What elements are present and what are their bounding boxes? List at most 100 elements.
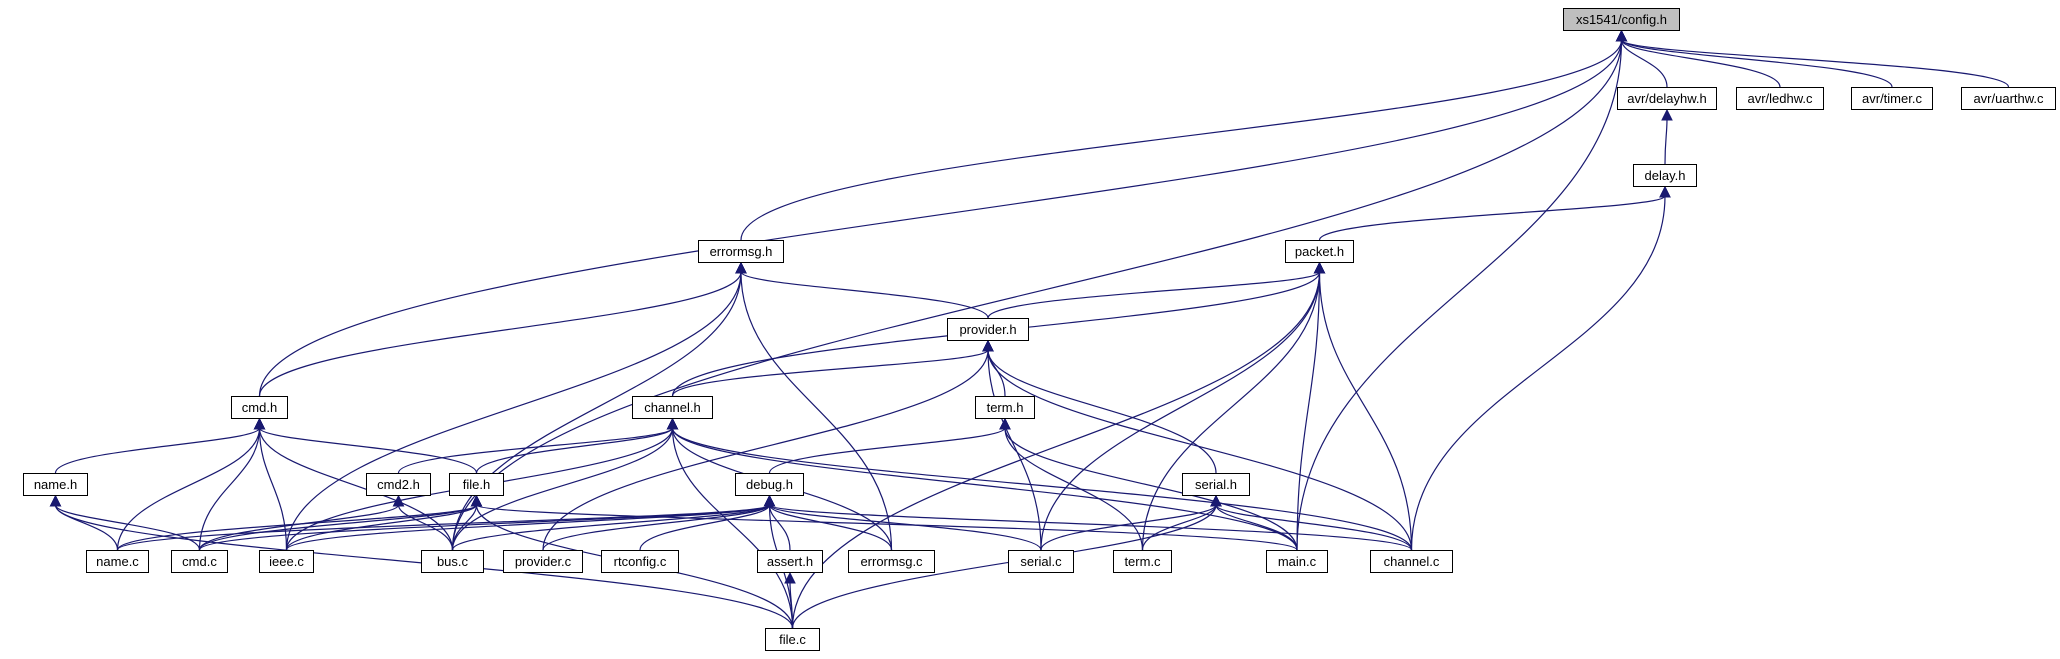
node-main-c[interactable]: main.c (1266, 550, 1328, 573)
edge-arrowhead (470, 494, 483, 507)
include-edge-provider_h-errormsg_h (740, 271, 989, 319)
include-edge-ledhw_c-config_h (1620, 39, 1781, 88)
node-delay-h[interactable]: delay.h (1633, 164, 1697, 187)
include-edge-ieee_c-errormsg_h (285, 271, 742, 551)
node-cmd2-h[interactable]: cmd2.h (366, 473, 431, 496)
node-debug-h[interactable]: debug.h (735, 473, 804, 496)
node-rtconfig-c[interactable]: rtconfig.c (601, 550, 679, 573)
node-term-c[interactable]: term.c (1113, 550, 1172, 573)
include-edge-ieee_c-debug_h (285, 504, 771, 551)
node-serial-h[interactable]: serial.h (1182, 473, 1250, 496)
node-term-h[interactable]: term.h (975, 396, 1035, 419)
include-edge-file_c-assert_h (789, 581, 794, 629)
include-edge-bus_c-file_h (451, 504, 478, 551)
include-edge-main_c-term_h (1004, 427, 1298, 551)
include-edge-term_c-packet_h (1141, 271, 1321, 551)
include-edge-channel_c-serial_h (1215, 504, 1413, 551)
include-edge-errormsg_c-errormsg_h (740, 271, 893, 551)
include-edge-debug_h-term_h (768, 427, 1006, 474)
include-edge-name_c-file_h (116, 504, 478, 551)
include-edge-serial_c-packet_h (1040, 271, 1321, 551)
node-channel-c[interactable]: channel.c (1370, 550, 1453, 573)
edge-arrowhead (1210, 494, 1222, 507)
include-edge-channel_c-delay_h (1410, 195, 1666, 551)
node-errormsg-h[interactable]: errormsg.h (698, 240, 784, 263)
node-channel-h[interactable]: channel.h (632, 396, 713, 419)
include-edge-cmd_c-file_h (198, 504, 478, 551)
include-edge-name_h-cmd_h (54, 427, 261, 474)
include-edge-main_c-serial_h (1215, 504, 1298, 551)
include-edge-main_c-packet_h (1296, 271, 1321, 551)
node-file-c[interactable]: file.c (765, 628, 820, 651)
node-cmd-c[interactable]: cmd.c (171, 550, 228, 573)
include-edge-timer_c-config_h (1620, 39, 1893, 88)
node-assert-h[interactable]: assert.h (757, 550, 823, 573)
include-edge-main_c-file_h (475, 504, 1298, 551)
node-file-h[interactable]: file.h (449, 473, 504, 496)
include-edge-cmd_c-cmd_h (198, 427, 261, 551)
edge-arrowhead (735, 261, 747, 274)
node-serial-c[interactable]: serial.c (1008, 550, 1074, 573)
edge-arrowhead (1615, 29, 1628, 42)
include-edge-bus_c-cmd2_h (397, 504, 454, 551)
include-edge-cmd_h-errormsg_h (258, 271, 742, 397)
edge-layer (49, 29, 2010, 629)
include-edge-bus_c-config_h (451, 39, 1623, 551)
node-ieee-c[interactable]: ieee.c (259, 550, 314, 573)
include-edge-uarthw_c-config_h (1620, 39, 2010, 88)
include-edge-packet_h-delay_h (1318, 195, 1666, 241)
include-edge-bus_c-debug_h (451, 504, 771, 551)
edge-arrowhead (999, 417, 1011, 430)
node-bus-c[interactable]: bus.c (421, 550, 484, 573)
include-edge-delayhw_h-config_h (1620, 39, 1668, 88)
node-packet-h[interactable]: packet.h (1285, 240, 1354, 263)
node-avr-timer-c[interactable]: avr/timer.c (1851, 87, 1933, 110)
include-edge-errormsg_h-config_h (740, 39, 1623, 241)
node-name-h[interactable]: name.h (23, 473, 88, 496)
include-edge-serial_h-provider_h (987, 349, 1217, 474)
include-edge-delay_h-delayhw_h (1664, 118, 1668, 165)
include-edge-channel_h-provider_h (671, 349, 989, 397)
edge-arrowhead (253, 417, 266, 430)
include-edge-bus_c-errormsg_h (451, 271, 742, 551)
edge-arrowhead (49, 494, 62, 507)
include-edge-provider_h-packet_h (987, 271, 1321, 319)
node-name-c[interactable]: name.c (86, 550, 149, 573)
include-edge-serial_c-serial_h (1040, 504, 1217, 551)
include-edge-main_c-config_h (1296, 39, 1623, 551)
include-edge-channel_c-provider_h (987, 349, 1413, 551)
include-edge-term_c-serial_h (1141, 504, 1217, 551)
include-edge-channel_c-debug_h (768, 504, 1413, 551)
include-edge-file_c-channel_h (671, 427, 794, 629)
edge-arrowhead (763, 494, 776, 507)
include-edge-term_c-term_h (1004, 427, 1144, 551)
node-cmd-h[interactable]: cmd.h (231, 396, 288, 419)
include-edge-file_h-cmd_h (258, 427, 478, 474)
include-edge-channel_c-packet_h (1318, 271, 1413, 551)
include-edge-errormsg_c-debug_h (768, 504, 893, 551)
include-edge-cmd2_h-channel_h (397, 427, 674, 474)
node-provider-h[interactable]: provider.h (947, 318, 1029, 341)
include-edge-channel_c-channel_h (671, 427, 1413, 551)
include-edge-rtconfig_c-debug_h (639, 504, 771, 551)
edge-arrowhead (1661, 108, 1673, 121)
include-edge-provider_c-provider_h (542, 349, 989, 551)
node-provider-c[interactable]: provider.c (503, 550, 583, 573)
edge-arrowhead (982, 339, 994, 352)
node-avr-uarthw-c[interactable]: avr/uarthw.c (1961, 87, 2056, 110)
edge-arrowhead (784, 571, 796, 584)
include-edge-file_h-channel_h (475, 427, 674, 474)
include-edge-main_c-channel_h (671, 427, 1298, 551)
include-edge-serial_c-provider_h (987, 349, 1042, 551)
include-edge-ieee_c-file_h (285, 504, 478, 551)
include-edge-cmd_h-config_h (258, 39, 1623, 397)
include-edge-cmd_c-name_h (54, 504, 201, 551)
edge-arrowhead (392, 494, 405, 507)
node-errormsg-c[interactable]: errormsg.c (848, 550, 935, 573)
edge-arrowhead (666, 417, 679, 430)
include-edge-serial_c-debug_h (768, 504, 1042, 551)
node-avr-ledhw-c[interactable]: avr/ledhw.c (1736, 87, 1824, 110)
include-edge-provider_c-debug_h (542, 504, 771, 551)
node-avr-delayhw-h[interactable]: avr/delayhw.h (1617, 87, 1717, 110)
